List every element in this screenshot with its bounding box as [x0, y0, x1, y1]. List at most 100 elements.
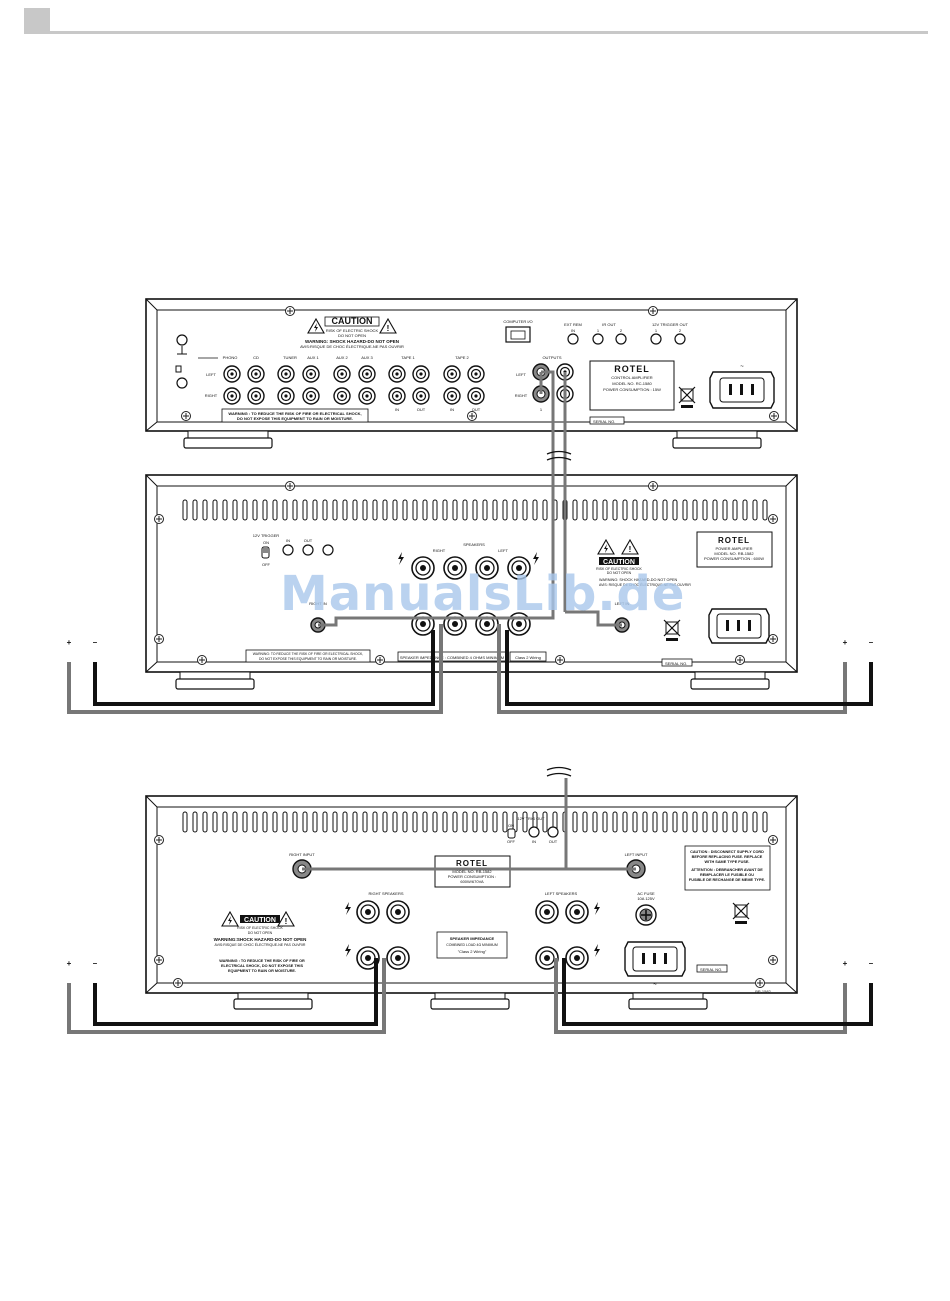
amp2-warn-open: WARNING: SHOCK HAZARD-DO NOT OPEN	[599, 578, 678, 582]
preamp-caution-sub1: RISK OF ELECTRIC SHOCK	[326, 328, 379, 333]
amp2-serial: SERIAL NO.	[665, 661, 687, 666]
amp3-caution-sub1: RISK OF ELECTRIC SHOCK	[237, 926, 283, 930]
amp2-in: IN	[286, 538, 290, 543]
amp2-class2: Class 2 Wiring	[515, 655, 541, 660]
amp3-in: IN	[532, 839, 536, 844]
preamp-aux1: AUX 1	[307, 355, 319, 360]
svg-text:–: –	[869, 959, 874, 968]
amp-lower-panel: 12V TRIG OUT ON OFF IN OUT RIGHT INPUT L…	[145, 795, 798, 1010]
preamp-out-num: 1	[540, 407, 543, 412]
amp3-off: OFF	[507, 839, 516, 844]
preamp-tuner: TUNER	[283, 355, 297, 360]
preamp-warning2: DO NOT EXPOSE THIS EQUIPMENT TO RAIN OR …	[237, 416, 353, 421]
amp2-speakers: SPEAKERS	[463, 542, 485, 547]
amp3-right-input: RIGHT INPUT	[289, 852, 315, 857]
amp2-caution-sub2: DO NOT OPEN	[607, 571, 632, 575]
interconnect-cables	[302, 370, 636, 871]
amp3-on: ON	[508, 823, 514, 828]
preamp-model3: POWER CONSUMPTION : 15W	[603, 387, 661, 392]
amp2-caution: CAUTION	[603, 559, 635, 566]
amp3-warn-open: WARNING:SHOCK HAZARD-DO NOT OPEN	[214, 937, 307, 942]
svg-text:–: –	[93, 638, 98, 647]
speaker-cables	[67, 624, 873, 1034]
speaker-lower-left: + –	[37, 858, 98, 968]
preamp-tape1-out: OUT	[417, 407, 426, 412]
preamp-ir-out: IR OUT	[602, 322, 616, 327]
amp2-left-in: LEFT IN	[615, 601, 630, 606]
amp3-warning2: ELECTRICAL SHOCK, DO NOT EXPOSE THIS	[221, 964, 303, 968]
preamp-brand: ROTEL	[614, 364, 650, 374]
preamp-ir-1: 1	[597, 328, 600, 333]
preamp-out-right: RIGHT	[515, 393, 528, 398]
svg-text:+: +	[843, 638, 848, 647]
amp2-right-in: RIGHT IN	[309, 601, 327, 606]
svg-text:+: +	[843, 959, 848, 968]
preamp-phono: PHONO	[223, 355, 238, 360]
amp3-right-speakers: RIGHT SPEAKERS	[368, 891, 403, 896]
amp3-out: OUT	[549, 839, 558, 844]
amp2-on: ON	[263, 540, 269, 545]
amp3-left-input: LEFT INPUT	[625, 852, 648, 857]
amp3-caution: CAUTION	[244, 917, 276, 924]
preamp-aux2: AUX 2	[336, 355, 348, 360]
svg-text:+: +	[67, 959, 72, 968]
speaker-lower-right: + –	[813, 858, 874, 968]
amp2-warning2: DO NOT EXPOSE THIS EQUIPMENT TO RAIN OR …	[259, 657, 357, 661]
amp3-trig-out: 12V TRIG OUT	[517, 816, 545, 821]
preamp-trig-1: 1	[655, 328, 658, 333]
amp2-model3: POWER CONSUMPTION : 600W	[704, 556, 764, 561]
preamp-computer-io: COMPUTER I/O	[503, 319, 532, 324]
speaker-upper-right: + –	[813, 537, 874, 647]
amp3-impedance3: "Class 2 Wiring"	[458, 949, 487, 954]
speaker-upper-left: + –	[37, 537, 98, 647]
preamp-warn-fr: AVIS:RISQUE DE CHOC ÉLECTRIQUE-NE PAS OU…	[300, 344, 404, 349]
svg-text:+: +	[67, 638, 72, 647]
amp2-impedance: SPEAKER IMPEDANCE : COMBINED 4 OHMS MINI…	[400, 655, 504, 660]
amp2-caution-sub1: RISK OF ELECTRIC SHOCK	[596, 567, 642, 571]
preamp-warn-open: WARNING: SHOCK HAZARD-DO NOT OPEN	[305, 339, 399, 344]
svg-text:–: –	[869, 638, 874, 647]
amp3-caution2: BEFORE REPLACING FUSE. REPLACE	[692, 855, 763, 859]
preamp-tape2-out: OUT	[472, 407, 481, 412]
preamp-outputs: OUTPUTS	[542, 355, 561, 360]
preamp-ir-2: 2	[620, 328, 623, 333]
preamp-tape1-in: IN	[395, 407, 399, 412]
preamp-aux3: AUX 3	[361, 355, 373, 360]
preamp-cd: CD	[253, 355, 259, 360]
amp2-model2: MODEL NO. RB-1582	[714, 551, 754, 556]
header-square	[24, 8, 50, 34]
preamp-serial: SERIAL NO.	[593, 419, 615, 424]
header-rule	[50, 31, 928, 34]
preamp-caution: CAUTION	[332, 316, 373, 326]
amp3-caution3: WITH SAME TYPE FUSE.	[705, 860, 750, 864]
preamp-tape2-in: IN	[450, 407, 454, 412]
amp2-off: OFF	[262, 562, 271, 567]
amp3-impedance1: SPEAKER IMPEDANCE	[450, 936, 495, 941]
preamp-left-label: LEFT	[206, 372, 216, 377]
amp3-attention3: FUSIBLE DE RECHANGE DE MEME TYPE.	[689, 878, 765, 882]
preamp-trig-2: 2	[679, 328, 682, 333]
amp2-left: LEFT	[498, 548, 508, 553]
amp3-attention2: REMPLACER LE FUSIBLE OU	[700, 873, 754, 877]
amp2-out: OUT	[304, 538, 313, 543]
amp3-warning3: EQUIPMENT TO RAIN OR MOISTURE.	[228, 969, 296, 973]
preamp-model2: MODEL NO. RC-1580	[612, 381, 652, 386]
preamp-ext-rem: EXT REM	[564, 322, 582, 327]
preamp-tape2: TAPE 2	[455, 355, 469, 360]
preamp-out-left: LEFT	[516, 372, 526, 377]
amp2-trigger: 12V TRIGGER	[253, 533, 279, 538]
amp3-ac-fuse1: AC FUSE	[637, 891, 655, 896]
amp2-warning1: WARNING: TO REDUCE THE RISK OF FIRE OR E…	[253, 652, 364, 656]
preamp-right-label: RIGHT	[205, 393, 218, 398]
preamp-model1: CONTROL AMPLIFIER	[611, 375, 653, 380]
amp3-caution-sub2: DO NOT OPEN	[248, 931, 273, 935]
amp3-serial: SERIAL NO.	[700, 967, 722, 972]
watermark: ManualsLib.de	[280, 566, 686, 622]
amp3-model2: POWER CONSUMPTION :	[448, 874, 496, 879]
amp3-code: BP-1582	[755, 989, 771, 994]
amp2-right: RIGHT	[433, 548, 446, 553]
preamp-warning1: WARNING : TO REDUCE THE RISK OF FIRE OR …	[228, 411, 361, 416]
amp2-model1: POWER AMPLIFIER	[715, 546, 752, 551]
amp3-attention1: ATTENTION : DEBRANCHER AVANT DE	[691, 868, 763, 872]
